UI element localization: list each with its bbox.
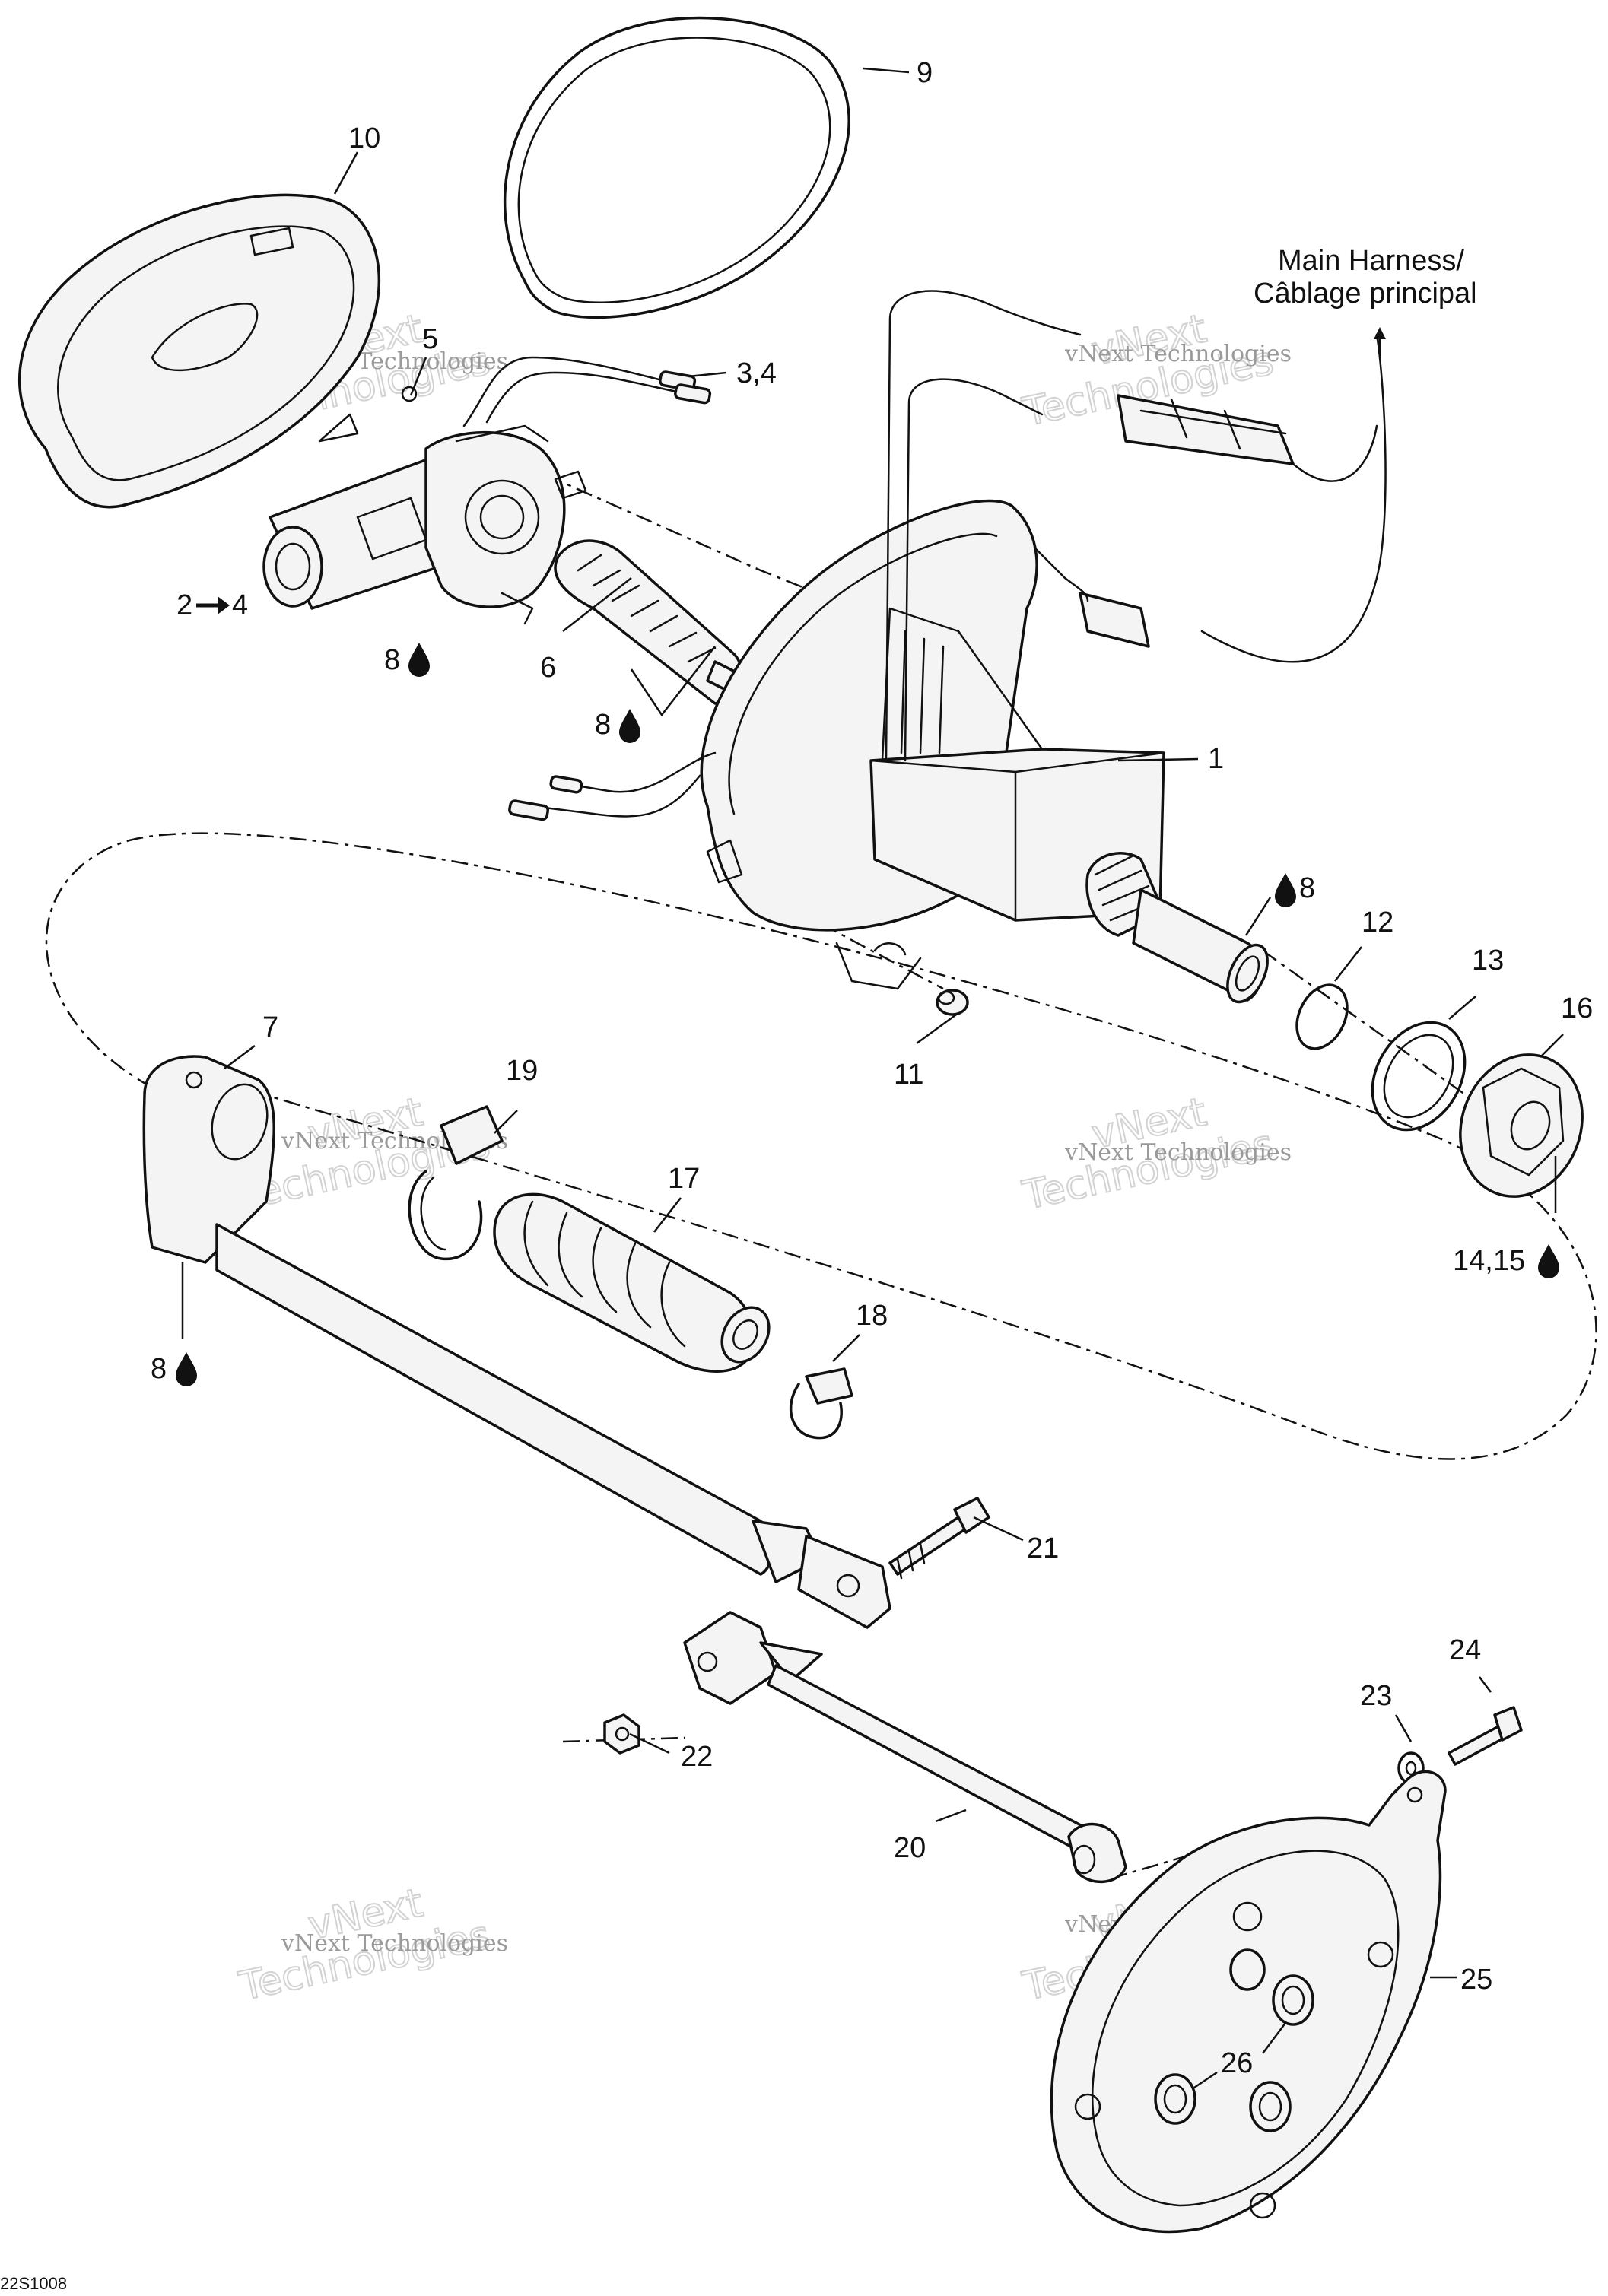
- part-bellows-boot: [493, 1192, 771, 1373]
- part-clamp-large: [408, 1105, 504, 1261]
- callout-11: 11: [894, 1059, 923, 1091]
- callout-17: 17: [668, 1163, 700, 1195]
- watermark-text: vNext Technologies: [1064, 341, 1292, 367]
- part-screw-long: [1448, 1706, 1523, 1766]
- figure-reference: 22S1008: [0, 2274, 67, 2293]
- part-retaining-ring: [1371, 1021, 1467, 1132]
- wire-terminal: [674, 383, 712, 405]
- harness-label-line1: Main Harness/: [1278, 245, 1464, 277]
- callout-6: 6: [540, 652, 556, 684]
- connector-small: [1079, 592, 1150, 648]
- lubricant-drop-icon: [408, 643, 430, 677]
- lubricant-drop-icon: [619, 709, 640, 743]
- callout-8-yoke: 8: [151, 1353, 167, 1385]
- assembly-path-bearing: [821, 923, 944, 990]
- watermark-mid-right: Technologies vNext vNext Technologies: [1018, 1088, 1292, 1219]
- callout-1: 1: [1208, 743, 1224, 775]
- callout-2-4-start: 2: [176, 589, 192, 621]
- callout-21: 21: [1027, 1532, 1059, 1564]
- harness-wire: [1200, 333, 1387, 663]
- wire-terminal: [549, 775, 583, 794]
- part-bolt: [888, 1497, 990, 1580]
- arrow-right-icon: [196, 596, 230, 614]
- wire-terminal: [508, 799, 550, 821]
- part-seal-ring: [503, 16, 850, 319]
- loose-wire: [561, 751, 717, 793]
- lubricant-drop-icon: [1275, 873, 1296, 907]
- callout-14-15: 14,15: [1453, 1245, 1525, 1277]
- part-motor: [262, 424, 587, 625]
- leader-lines: [181, 67, 1564, 2089]
- part-plug: [936, 989, 969, 1016]
- part-clamp-small: [789, 1367, 853, 1440]
- loose-wire: [531, 774, 701, 818]
- harness-label-line2: Câblage principal: [1254, 278, 1477, 310]
- callout-26: 26: [1221, 2047, 1253, 2079]
- callout-12: 12: [1362, 907, 1393, 938]
- part-cover: [17, 193, 381, 509]
- callout-16: 16: [1561, 992, 1593, 1024]
- callout-8-shaft: 8: [1299, 872, 1315, 904]
- arrow-up-icon: [1374, 327, 1386, 356]
- watermark-top-right: Technologies vNext vNext Technologies: [1018, 305, 1292, 436]
- callout-24: 24: [1449, 1634, 1481, 1666]
- callout-25: 25: [1460, 1964, 1492, 1996]
- callout-2-4-end: 4: [232, 589, 248, 621]
- motor-wire: [485, 371, 678, 424]
- callout-9: 9: [917, 57, 933, 89]
- callout-13: 13: [1472, 945, 1504, 977]
- part-nut: [1459, 1053, 1584, 1198]
- watermark-bottom-left: Technologies vNext vNext Technologies: [234, 1879, 508, 2010]
- harness-wire: [1292, 424, 1378, 482]
- part-yoke-shaft: [142, 1055, 891, 1629]
- assembly-path-large: [45, 832, 1597, 1460]
- callout-8-gear: 8: [595, 709, 611, 741]
- callout-3-4: 3,4: [736, 357, 777, 389]
- harness-label: Main Harness/ Câblage principal: [1254, 245, 1477, 356]
- callout-18: 18: [856, 1300, 888, 1332]
- part-bushings: [1154, 1948, 1314, 2132]
- callout-7: 7: [262, 1011, 278, 1043]
- callout-10: 10: [348, 122, 380, 154]
- harness-wire: [1033, 546, 1089, 602]
- lubricant-drop-icon: [176, 1352, 197, 1386]
- callout-22: 22: [681, 1741, 713, 1773]
- callout-5: 5: [422, 323, 438, 355]
- callout-19: 19: [506, 1055, 538, 1087]
- callouts: 1 2 4 3,4 5 6 7 8 8 8 8 9 10 11 12 13 14…: [151, 57, 1593, 2079]
- lubricant-drop-icon: [1538, 1244, 1559, 1278]
- part-nut-small: [603, 1713, 640, 1755]
- watermark-text: vNext Technologies: [1064, 1139, 1292, 1166]
- harness-wire: [885, 290, 1082, 762]
- motor-wire: [462, 356, 663, 427]
- part-bracket-ring: [1050, 1770, 1447, 2234]
- harness-connector-detail: [1139, 398, 1287, 450]
- harness-wire: [904, 378, 1044, 762]
- part-o-ring: [1295, 983, 1349, 1050]
- part-link-rod: [683, 1611, 1127, 1884]
- part-actuator-housing: [700, 499, 1269, 1004]
- assembly-path-nut: [562, 1736, 685, 1743]
- callout-20: 20: [894, 1832, 926, 1864]
- callout-23: 23: [1360, 1680, 1392, 1712]
- watermark-text: vNext Technologies: [281, 1930, 508, 1957]
- callout-8-motor: 8: [384, 644, 400, 676]
- part-screw: [401, 386, 418, 402]
